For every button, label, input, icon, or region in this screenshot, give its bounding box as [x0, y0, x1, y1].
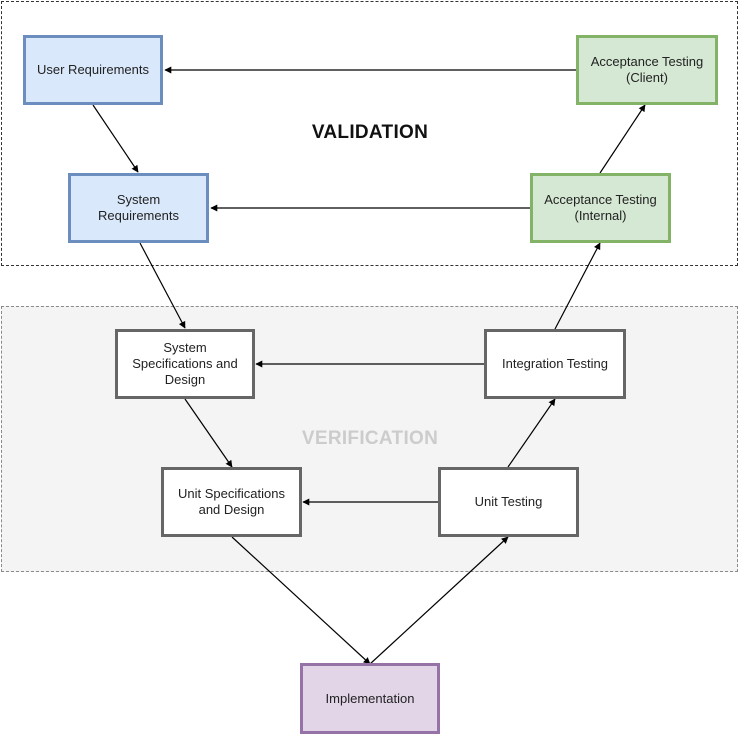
- arrow-implementation-to-unit-testing: [369, 536, 509, 665]
- arrow-unit-testing-to-integration: [507, 398, 556, 468]
- arrow-unit-spec-to-implementation: [231, 536, 371, 665]
- verification-label: VERIFICATION: [301, 428, 439, 449]
- arrow-system-req-to-system-spec: [139, 242, 186, 329]
- integration-testing-box: Integration Testing: [484, 329, 626, 399]
- implementation-box: Implementation: [300, 663, 440, 734]
- arrow-user-to-system-req: [92, 104, 139, 173]
- validation-label: VALIDATION: [311, 122, 429, 143]
- acceptance-testing-internal-box: Acceptance Testing (Internal): [530, 173, 671, 243]
- unit-specifications-box: Unit Specifications and Design: [161, 467, 302, 537]
- acceptance-testing-client-box: Acceptance Testing (Client): [576, 35, 718, 105]
- arrow-system-spec-to-unit-spec: [184, 398, 233, 468]
- user-requirements-box: User Requirements: [23, 35, 163, 105]
- system-requirements-box: System Requirements: [68, 173, 209, 243]
- unit-testing-box: Unit Testing: [438, 467, 579, 537]
- system-specifications-box: System Specifications and Design: [115, 329, 255, 399]
- arrow-acceptance-internal-to-client: [599, 104, 646, 174]
- arrow-integration-to-acceptance-internal: [554, 242, 601, 330]
